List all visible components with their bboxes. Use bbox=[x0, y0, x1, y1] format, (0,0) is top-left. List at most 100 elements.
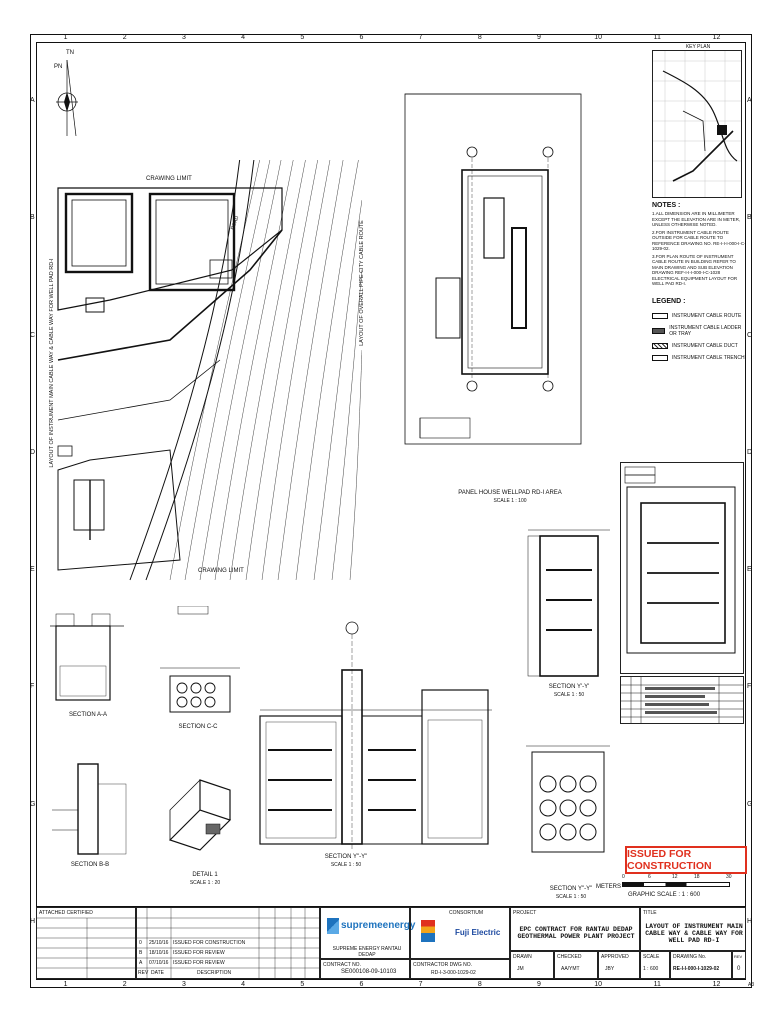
section-duct-title: SECTION Y"-Y" bbox=[549, 886, 593, 892]
checked-box: CHECKED AA/YMT bbox=[554, 951, 598, 979]
trench-detail-drawing bbox=[624, 466, 736, 654]
revision-date: 25/10/16 bbox=[149, 940, 169, 946]
client-name: SUPREME ENERGY RANTAU DEDAP bbox=[332, 946, 402, 958]
drawing-number-box: DRAWING No. RE-I-I-000-I-1029-02 bbox=[670, 951, 732, 979]
note-item: 2.FOR INSTRUMENT CABLE ROUTE OUTSIDE FOR… bbox=[652, 229, 746, 252]
row-label: F bbox=[747, 683, 752, 691]
section-b-drawing bbox=[52, 763, 127, 855]
column-label: 3 bbox=[181, 981, 186, 988]
section-y-prime-view: SECTION Y'-Y' SCALE 1 : 50 bbox=[524, 520, 614, 700]
drawing-title-box: TITLE LAYOUT OF INSTRUMENT MAIN CABLE WA… bbox=[640, 907, 746, 951]
project-name: EPC CONTRACT FOR RANTAU DEDAP GEOTHERMAL… bbox=[517, 926, 635, 940]
section-y-double-title: SECTION Y"-Y" bbox=[324, 854, 368, 860]
project-box: PROJECT EPC CONTRACT FOR RANTAU DEDAP GE… bbox=[510, 907, 640, 951]
column-label: 12 bbox=[712, 981, 721, 988]
rev-value: 0 bbox=[737, 966, 741, 972]
row-label: E bbox=[30, 566, 35, 574]
notes-title: NOTES : bbox=[652, 202, 681, 209]
row-label: A bbox=[30, 97, 35, 105]
scale-tick-label: 6 bbox=[648, 874, 651, 880]
panel-house-scale: SCALE 1 : 100 bbox=[493, 498, 527, 504]
contract-no-value: SE000108-09-10103 bbox=[341, 969, 397, 975]
rev-label: REV bbox=[734, 954, 743, 959]
section-duct-scale: SCALE 1 : 50 bbox=[555, 894, 587, 900]
plant-north-label: PN bbox=[54, 64, 63, 70]
column-label: 8 bbox=[477, 34, 482, 41]
column-ruler-bottom: 1 2 3 4 5 6 7 8 9 10 11 12 bbox=[36, 981, 746, 989]
drawn-box: DRAWN JM bbox=[510, 951, 554, 979]
column-ruler-top: 1 2 3 4 5 6 7 8 9 10 11 12 bbox=[36, 34, 746, 42]
compass-rose-icon bbox=[56, 59, 78, 137]
revision-header: REV bbox=[138, 970, 149, 976]
legend-symbol bbox=[652, 355, 668, 361]
partner-logo-text: Fuji Electric bbox=[455, 928, 501, 937]
detail-1-view: DETAIL 1 SCALE 1 : 20 bbox=[160, 760, 250, 890]
revision-header: DATE bbox=[151, 970, 164, 976]
legend-row: INSTRUMENT CABLE TRENCH bbox=[652, 355, 746, 361]
revision-date: 07/10/16 bbox=[149, 960, 169, 966]
legend-symbol bbox=[652, 313, 668, 319]
drawn-label: DRAWN bbox=[513, 954, 532, 960]
section-c-view: SECTION C-C bbox=[150, 605, 246, 736]
approved-box: APPROVED JBY bbox=[598, 951, 640, 979]
legend-label: INSTRUMENT CABLE ROUTE bbox=[672, 313, 742, 319]
scale-tick-label: 30 bbox=[726, 874, 732, 880]
scale-box: SCALE 1 : 600 bbox=[640, 951, 670, 979]
section-y-prime-title: SECTION Y'-Y' bbox=[548, 684, 590, 690]
detail-1-drawing bbox=[168, 779, 232, 851]
legend-section: LEGEND : INSTRUMENT CABLE ROUTE INSTRUME… bbox=[652, 298, 746, 378]
column-label: 6 bbox=[359, 981, 364, 988]
row-label: H bbox=[747, 917, 753, 925]
material-table bbox=[620, 676, 744, 724]
detail-1-title: DETAIL 1 bbox=[192, 872, 218, 878]
column-label: 9 bbox=[537, 34, 541, 41]
row-label: D bbox=[30, 448, 36, 456]
scale-unit-label: METERS bbox=[596, 884, 622, 890]
approved-label: APPROVED bbox=[601, 954, 629, 960]
note-item: 3.FOR PLAN ROUTE OF INSTRUMENT CABLE ROU… bbox=[652, 253, 738, 287]
site-plan-drawing bbox=[57, 160, 362, 581]
contract-no-label: CONTRACT NO. bbox=[323, 962, 361, 968]
graphic-scale-label: GRAPHIC SCALE : 1 : 600 bbox=[628, 892, 701, 898]
revision-table: 0 25/10/16 ISSUED FOR CONSTRUCTION B 18/… bbox=[136, 907, 320, 979]
panel-house-drawing bbox=[404, 93, 582, 445]
revision-number: B bbox=[139, 950, 143, 956]
section-duct-view: SECTION Y"-Y" SCALE 1 : 50 bbox=[526, 740, 616, 900]
drawn-value: JM bbox=[517, 966, 524, 972]
row-label: E bbox=[747, 566, 752, 574]
column-label: 1 bbox=[63, 34, 68, 41]
project-label: PROJECT bbox=[513, 910, 537, 916]
drawing-outer-frame bbox=[30, 34, 752, 988]
legend-row: INSTRUMENT CABLE ROUTE bbox=[652, 313, 746, 319]
revision-number: A bbox=[139, 960, 143, 966]
row-label: H bbox=[30, 917, 36, 925]
consortium-label: CONSORTIUM bbox=[449, 910, 484, 916]
trench-detail-box bbox=[620, 462, 744, 674]
column-label: 11 bbox=[653, 981, 661, 988]
checked-label: CHECKED bbox=[557, 954, 582, 960]
consortium-logo-icon bbox=[421, 920, 435, 942]
revision-grid bbox=[137, 908, 319, 978]
notes-section: NOTES : 1.ALL DIMENSION ARE IN MILLIMETE… bbox=[652, 202, 746, 292]
note-item: 1.ALL DIMENSION ARE IN MILLIMETER EXCEPT… bbox=[652, 211, 741, 227]
column-label: 3 bbox=[181, 34, 186, 41]
north-compass: TN PN bbox=[52, 50, 92, 140]
scale-bar bbox=[622, 882, 730, 887]
client-logo-text: supremeenergy bbox=[341, 920, 416, 931]
column-label: 4 bbox=[241, 981, 246, 988]
section-a-drawing bbox=[50, 613, 124, 701]
revision-date: 18/10/16 bbox=[149, 950, 169, 956]
graphic-scale: 0 6 12 18 30 METERS GRAPHIC SCALE : 1 : … bbox=[596, 870, 746, 904]
column-label: 12 bbox=[712, 34, 721, 41]
section-y-double-view: SECTION Y"-Y" SCALE 1 : 50 bbox=[256, 620, 496, 870]
legend-row: INSTRUMENT CABLE LADDER OR TRAY bbox=[652, 325, 746, 337]
drawing-limit-bottom: CRAWING LIMIT bbox=[198, 568, 244, 574]
section-duct-drawing bbox=[526, 745, 610, 853]
revision-description: ISSUED FOR CONSTRUCTION bbox=[173, 940, 246, 946]
column-label: 10 bbox=[594, 34, 603, 41]
panel-house-title: PANEL HOUSE WELLPAD RD-I AREA bbox=[458, 490, 562, 496]
left-vertical-title: LAYOUT OF INSTRUMENT MAIN CABLE WAY & CA… bbox=[49, 258, 55, 468]
column-label: 7 bbox=[418, 981, 423, 988]
column-label: 6 bbox=[359, 34, 364, 41]
site-plan-view: CRAWING LIMIT CRAWING LIMIT LAYOUT OF IN… bbox=[49, 160, 365, 590]
